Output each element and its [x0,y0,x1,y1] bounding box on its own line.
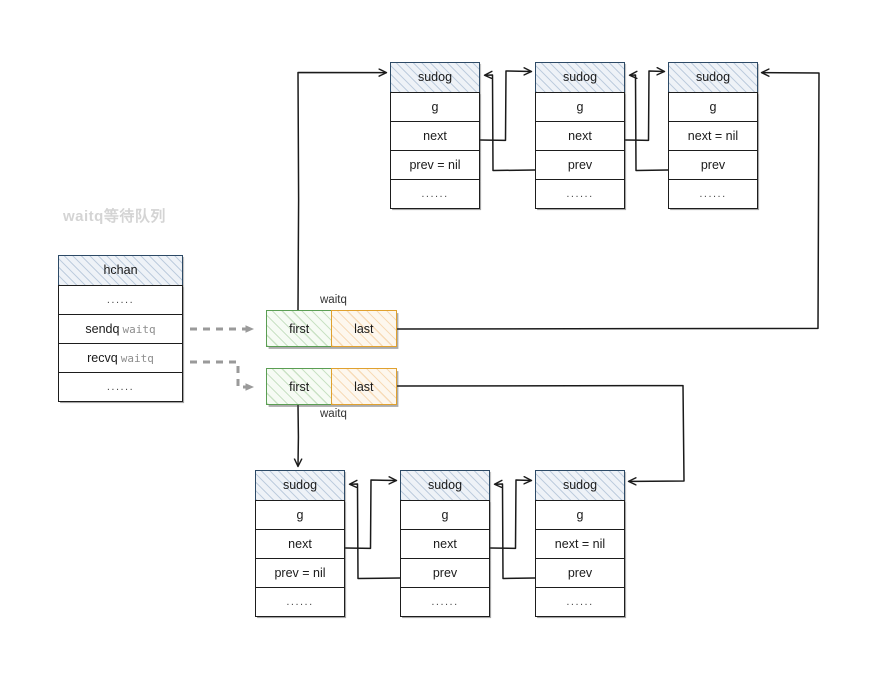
sudog-header: sudog [255,470,345,501]
sudog-field-next: next [400,529,490,559]
hchan-sendq-label: sendq [85,322,120,336]
sudog-field-prev: prev [535,558,625,588]
recvq-waitq-box: first last [266,368,398,405]
sudog-field-g: g [400,500,490,530]
sendq-sudog-1: sudog g next prev = nil ...... [390,62,480,209]
sudog-field-next: next [390,121,480,151]
sudog-field-prev: prev [668,150,758,180]
edge-sendq-first-to-node1 [297,73,386,311]
sudog-field-dots: ...... [535,179,625,209]
edge-recvq-n2-prev-to-n1 [350,484,401,580]
edge-recvq-last-to-node3 [396,384,685,482]
sudog-field-g: g [390,92,480,122]
sudog-field-next: next = nil [668,121,758,151]
edge-recvq-n2-next-to-n3 [489,480,531,550]
page-title: waitq等待队列 [63,208,166,225]
sudog-field-prev: prev [400,558,490,588]
edge-sendq-n2-next-to-n3 [624,71,664,142]
sudog-field-g: g [535,92,625,122]
recvq-sudog-1: sudog g next prev = nil ...... [255,470,345,617]
sendq-waitq-label: waitq [320,294,347,306]
sudog-field-g: g [255,500,345,530]
recvq-sudog-2: sudog g next prev ...... [400,470,490,617]
sudog-field-prev: prev = nil [390,150,480,180]
hchan-row-dots-top: ...... [58,285,183,315]
sudog-field-g: g [668,92,758,122]
sudog-field-dots: ...... [255,587,345,617]
edge-sendq-n2-prev-to-n1 [485,75,536,172]
edge-sendq-n1-next-to-n2 [479,71,531,142]
sendq-waitq-last: last [330,310,398,347]
sudog-field-g: g [535,500,625,530]
edge-hchan-recvq-dashed [190,360,254,391]
hchan-sendq-type: waitq [122,323,156,336]
hchan-recvq-type: waitq [120,352,154,365]
recvq-waitq-first: first [266,368,333,405]
sudog-header: sudog [390,62,480,93]
edge-recvq-n1-next-to-n2 [344,480,396,550]
edge-sendq-n3-prev-to-n2 [630,75,669,172]
sudog-field-dots: ...... [390,179,480,209]
sudog-header: sudog [668,62,758,93]
sudog-field-dots: ...... [668,179,758,209]
sendq-waitq-first: first [266,310,333,347]
sudog-field-prev: prev [535,150,625,180]
sudog-field-prev: prev = nil [255,558,345,588]
recvq-sudog-3: sudog g next = nil prev ...... [535,470,625,617]
sudog-header: sudog [535,62,625,93]
sendq-sudog-3: sudog g next = nil prev ...... [668,62,758,209]
edge-recvq-n3-prev-to-n2 [495,484,536,580]
sudog-field-next: next = nil [535,529,625,559]
sendq-waitq-box: first last [266,310,398,347]
sudog-field-next: next [255,529,345,559]
recvq-waitq-last: last [330,368,398,405]
recvq-waitq-label: waitq [320,408,347,420]
hchan-header: hchan [58,255,183,286]
edge-sendq-last-to-node3 [396,73,820,330]
sendq-sudog-2: sudog g next prev ...... [535,62,625,209]
sudog-field-next: next [535,121,625,151]
sudog-header: sudog [400,470,490,501]
hchan-row-dots-bottom: ...... [58,372,183,402]
hchan-recvq-label: recvq [87,351,118,365]
sudog-field-dots: ...... [400,587,490,617]
sudog-header: sudog [535,470,625,501]
sudog-field-dots: ...... [535,587,625,617]
